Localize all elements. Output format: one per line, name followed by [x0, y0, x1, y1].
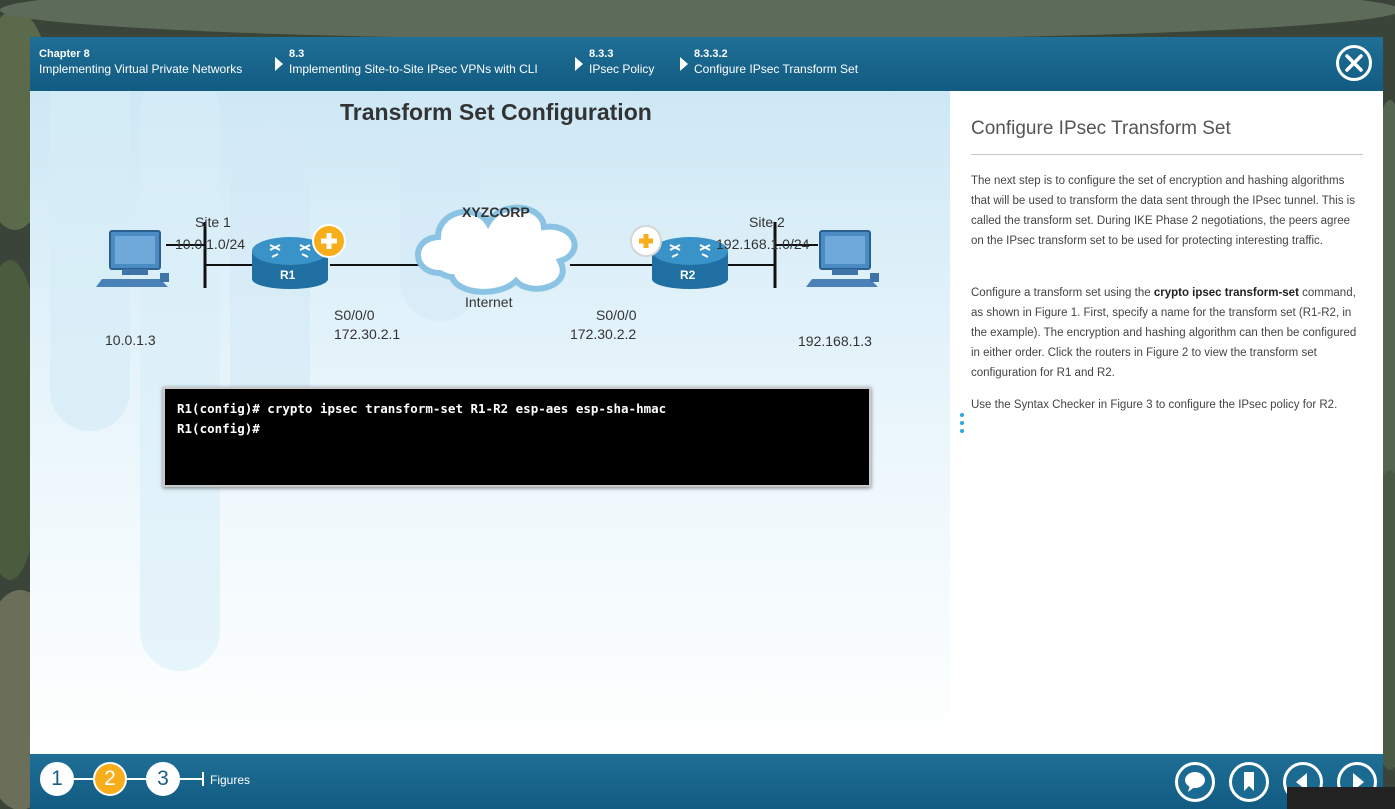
breadcrumb-chapter[interactable]: Chapter 8 Implementing Virtual Private N… [39, 47, 242, 77]
figure-3-button[interactable]: 3 [146, 762, 180, 796]
course-window: Chapter 8 Implementing Virtual Private N… [30, 37, 1383, 809]
plus-icon [321, 233, 337, 249]
figure-connector-end [202, 772, 204, 786]
panel-resize-handle[interactable] [960, 413, 964, 437]
breadcrumb-topic[interactable]: 8.3.3 IPsec Policy [589, 47, 654, 77]
company-label: XYZCORP [462, 204, 530, 220]
breadcrumb-section[interactable]: 8.3 Implementing Site-to-Site IPsec VPNs… [289, 47, 538, 77]
terminal-line: R1(config)# [177, 421, 260, 436]
pc2-ip: 192.168.1.3 [798, 333, 872, 349]
terminal-line: R1(config)# crypto ipsec transform-set R… [177, 401, 667, 416]
panel-title: Configure IPsec Transform Set [971, 118, 1231, 139]
router-r1-icon[interactable] [252, 237, 328, 289]
figure-connector [180, 778, 204, 780]
panel-divider [971, 154, 1363, 155]
pc1-ip: 10.0.1.3 [105, 332, 156, 348]
r2-interface: S0/0/0 [596, 307, 637, 323]
close-icon [1345, 54, 1363, 72]
next-icon [1353, 773, 1364, 791]
crumb-title: IPsec Policy [589, 62, 655, 76]
bookmark-icon [1244, 772, 1254, 791]
crumb-arrow-icon [575, 57, 583, 71]
command-name: crypto ipsec transform-set [1153, 287, 1299, 299]
close-button[interactable] [1336, 45, 1372, 81]
crumb-number: 8.3.3.2 [694, 48, 728, 60]
internet-cloud-icon [415, 204, 578, 295]
header-bar: Chapter 8 Implementing Virtual Private N… [30, 37, 1383, 91]
figure-connector [74, 778, 96, 780]
figure-panel: Transform Set Configuration [30, 91, 950, 754]
crumb-number: Chapter 8 [39, 48, 90, 60]
pc2-icon [806, 230, 879, 287]
router-r2-icon[interactable] [652, 237, 728, 289]
site2-network: 192.168.1.0/24 [716, 236, 810, 252]
r2-ip: 172.30.2.2 [570, 326, 637, 342]
bookmark-button[interactable] [1229, 762, 1269, 802]
paragraph-text: command, as shown in Figure 1. First, sp… [971, 287, 1357, 379]
site1-network: 10.0.1.0/24 [175, 236, 246, 252]
r1-ip: 172.30.2.1 [334, 326, 401, 342]
site1-name: Site 1 [195, 214, 231, 230]
paragraph-config: Configure a transform set using the cryp… [971, 283, 1363, 383]
comment-icon [1185, 772, 1205, 792]
crumb-title: Configure IPsec Transform Set [694, 62, 859, 76]
paragraph-syntax-checker: Use the Syntax Checker in Figure 3 to co… [971, 399, 1338, 411]
plus-icon [639, 234, 653, 248]
r1-interface: S0/0/0 [334, 307, 375, 323]
figure-connector [127, 778, 149, 780]
cli-terminal: R1(config)# crypto ipsec transform-set R… [163, 387, 871, 487]
figure-1-button[interactable]: 1 [40, 762, 74, 796]
figures-label: Figures [210, 773, 251, 787]
crumb-number: 8.3 [289, 48, 305, 60]
r1-label: R1 [280, 268, 296, 282]
site2-name: Site 2 [749, 214, 785, 230]
breadcrumb-page[interactable]: 8.3.3.2 Configure IPsec Transform Set [694, 47, 858, 77]
figure-title: Transform Set Configuration [340, 99, 652, 125]
crumb-arrow-icon [275, 57, 283, 71]
crumb-number: 8.3.3 [589, 48, 614, 60]
cloud-label: Internet [465, 294, 513, 310]
crumb-title: Implementing Virtual Private Networks [39, 62, 243, 76]
figure-2-button[interactable]: 2 [93, 762, 127, 796]
r1-expand-button[interactable] [312, 224, 346, 258]
comment-button[interactable] [1175, 762, 1215, 802]
text-panel: Configure IPsec Transform Set The next s… [960, 91, 1364, 754]
taskbar-fragment [1287, 787, 1395, 809]
r2-label: R2 [680, 268, 696, 282]
crumb-arrow-icon [680, 57, 688, 71]
paragraph-intro: The next step is to configure the set of… [971, 175, 1355, 247]
paragraph-text: Configure a transform set using the [971, 287, 1154, 299]
crumb-title: Implementing Site-to-Site IPsec VPNs wit… [289, 62, 538, 76]
r2-expand-button[interactable] [630, 225, 662, 257]
pc1-icon [96, 230, 169, 287]
previous-icon [1296, 773, 1307, 791]
footer-bar: 1 2 3 Figures [30, 754, 1383, 809]
network-diagram [96, 204, 879, 295]
